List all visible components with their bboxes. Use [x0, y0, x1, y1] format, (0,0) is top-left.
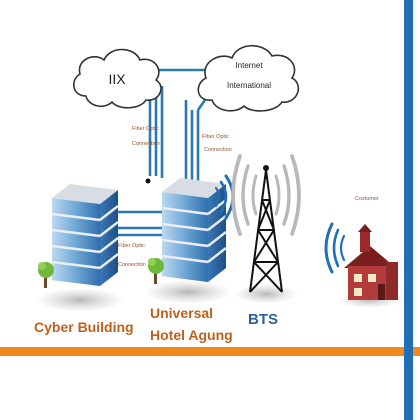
internet-cloud: Internet International: [197, 44, 300, 112]
junction-dot: [145, 178, 151, 184]
fiber-labels: Fiber Optic Connection Fiber Optic Conne…: [118, 126, 232, 268]
fiber-label-middle-1: Fiber Optic: [118, 243, 145, 249]
bts-tower-icon: [231, 154, 301, 304]
customer-house-icon: [324, 222, 402, 308]
iix-cloud: IIX: [73, 48, 162, 109]
iix-label: IIX: [108, 71, 126, 87]
internet-label-line1: Internet: [235, 61, 263, 70]
cyber-building-icon: [36, 184, 124, 312]
iix-cloud-shape: [73, 48, 162, 109]
fiber-label-middle-2: Connection: [118, 262, 146, 268]
hotel-label-line1: Universal: [150, 305, 213, 321]
hotel-label-line2: Hotel Agung: [150, 327, 233, 343]
fiber-label-left-upper-1: Fiber Optic: [132, 126, 159, 132]
hotel-building-icon: [144, 178, 232, 304]
accent-bar: [0, 347, 420, 356]
fiber-label-right-upper-2: Connection: [204, 147, 232, 153]
customer-label: Costumer: [355, 196, 379, 202]
fiber-label-right-upper-1: Fiber Optic: [202, 134, 229, 140]
fiber-lines: [112, 68, 214, 237]
internet-label-line2: International: [227, 81, 271, 90]
right-border-bar: [404, 0, 413, 420]
internet-cloud-shape: [197, 44, 300, 112]
bts-label: BTS: [248, 311, 278, 328]
fiber-label-left-upper-2: Connection: [132, 141, 160, 147]
cyber-building-label: Cyber Building: [34, 319, 134, 335]
